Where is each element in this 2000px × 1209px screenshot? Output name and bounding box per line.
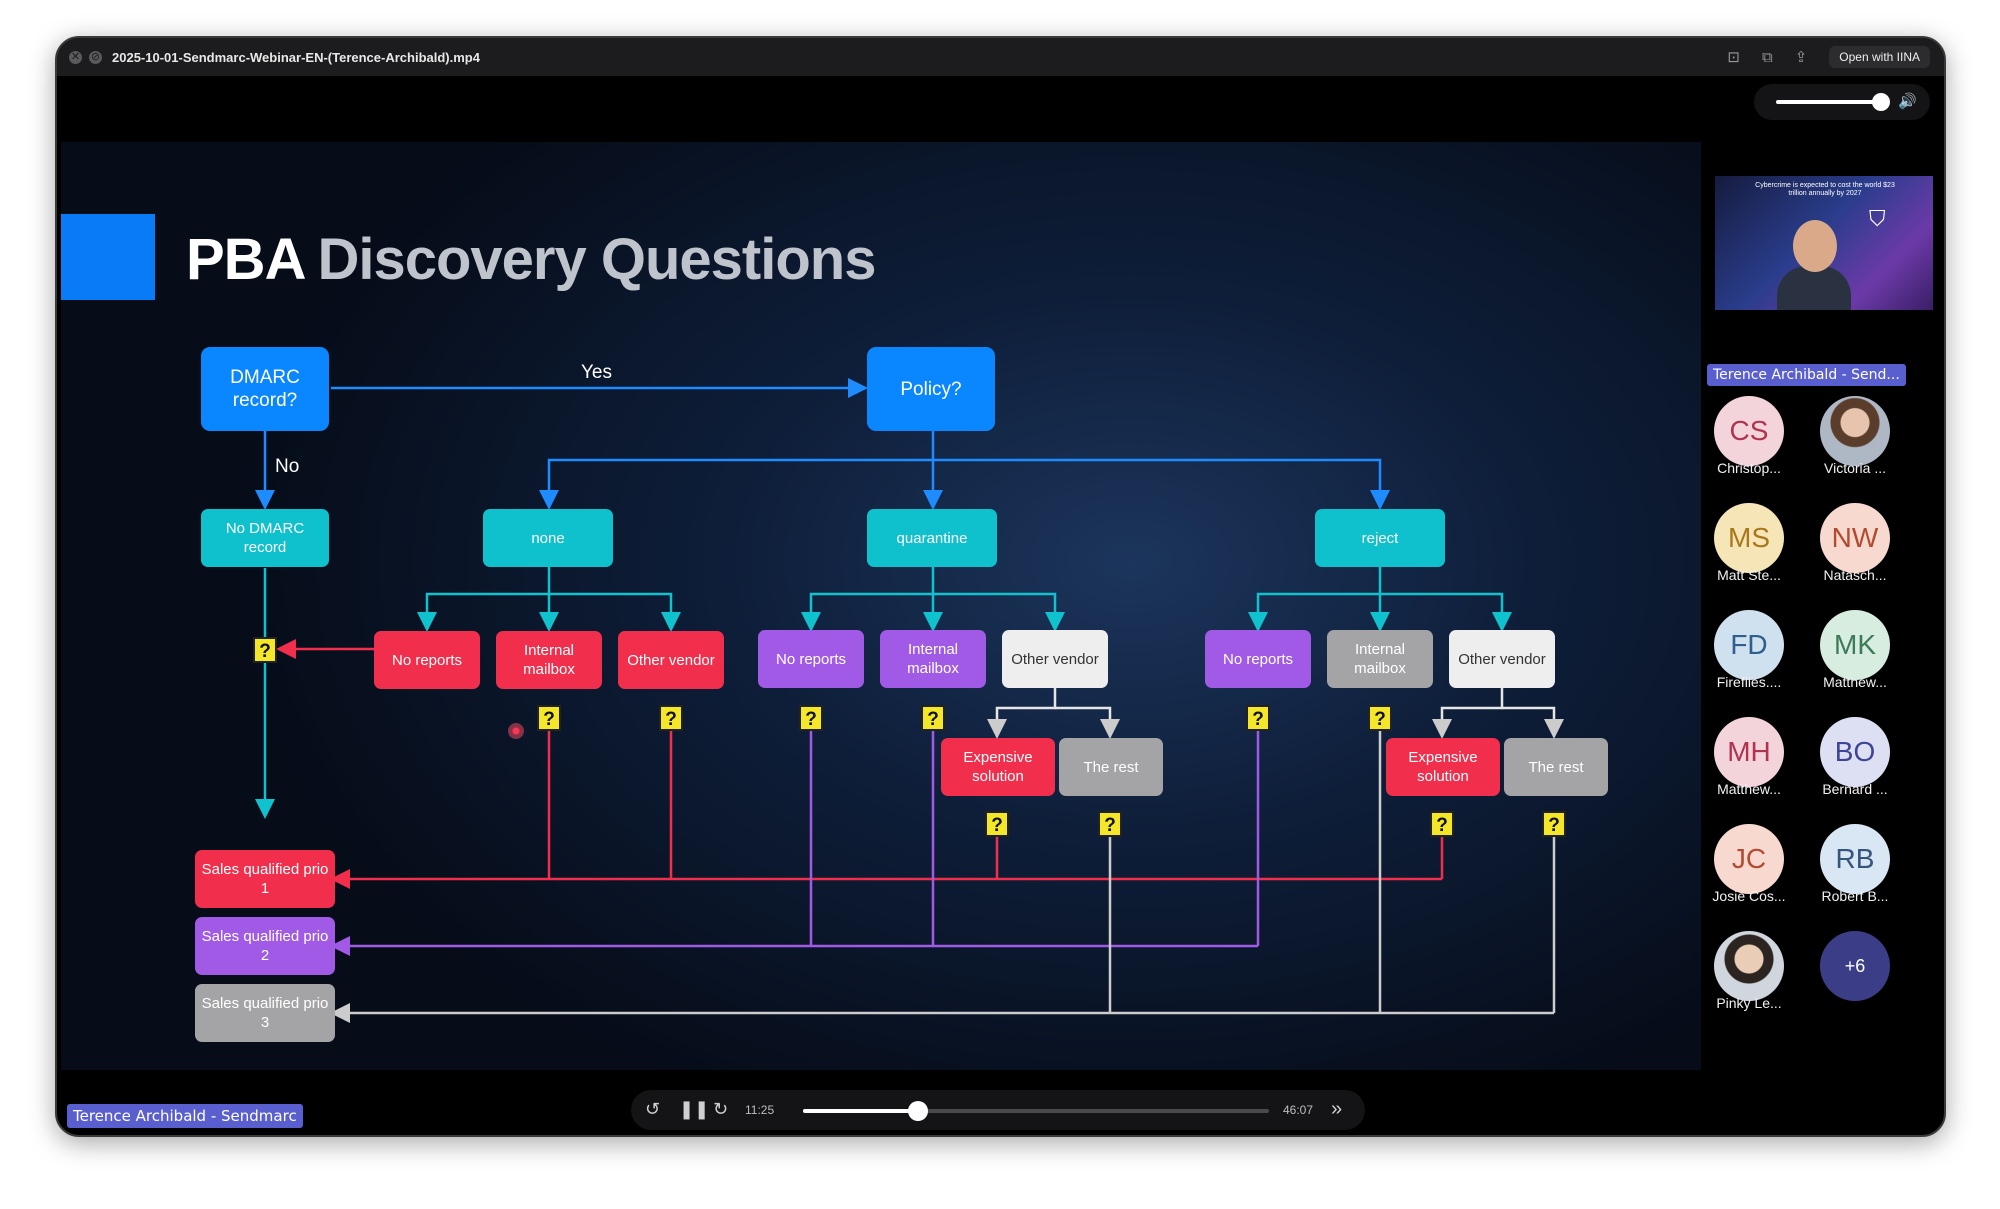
participant-avatar[interactable]: MS xyxy=(1714,503,1784,573)
participant-avatar[interactable]: BO xyxy=(1820,717,1890,787)
participant-avatar[interactable]: JC xyxy=(1714,824,1784,894)
more-participants-button[interactable]: +6 xyxy=(1820,931,1890,1001)
participant-name: Matthew... xyxy=(1717,781,1781,797)
node-policy: Policy? xyxy=(867,347,995,431)
participant-name: Josie Cos... xyxy=(1712,888,1786,904)
total-time: 46:07 xyxy=(1283,1103,1314,1117)
node-sales-qualified-prio-3: Sales qualified prio 3 xyxy=(195,984,335,1042)
participant-avatar[interactable]: FD xyxy=(1714,610,1784,680)
participant-avatar[interactable]: MK xyxy=(1820,610,1890,680)
fast-forward-icon[interactable]: » xyxy=(1331,1098,1343,1120)
edge-label-no: No xyxy=(275,456,300,477)
node-quarantine-internal-mailbox: Internal mailbox xyxy=(880,630,986,688)
playback-controls: ↺ ❚❚ ↻ 11:25 46:07 » xyxy=(631,1090,1365,1130)
question-mark-icon: ? xyxy=(253,637,277,663)
open-with-iina-button[interactable]: Open with IINA xyxy=(1829,46,1930,68)
participant-name: Victoria ... xyxy=(1824,460,1886,476)
participant-name: Matthew... xyxy=(1823,674,1887,690)
speaker-name-tag: Terence Archibald - Send... xyxy=(1707,364,1906,386)
node-quarantine-no-reports: No reports xyxy=(758,630,864,688)
node-none-no-reports: No reports xyxy=(374,631,480,689)
speaker-icon[interactable]: 🔊 xyxy=(1898,93,1917,110)
node-quarantine-expensive-solution: Expensive solution xyxy=(941,738,1055,796)
volume-knob[interactable] xyxy=(1872,93,1890,111)
slide-accent-square xyxy=(61,214,155,300)
node-sales-qualified-prio-1: Sales qualified prio 1 xyxy=(195,850,335,908)
skip-back-15-icon[interactable]: ↺ xyxy=(645,1099,661,1119)
edge-label-yes: Yes xyxy=(581,362,612,383)
title-bar-actions: ⊡ ⧉ ⇪ Open with IINA xyxy=(1727,38,1930,76)
volume-control[interactable]: 🔊 xyxy=(1754,84,1930,120)
participant-avatar[interactable]: MH xyxy=(1714,717,1784,787)
slide-title-secondary: Discovery Questions xyxy=(317,227,876,292)
node-reject-no-reports: No reports xyxy=(1205,630,1311,688)
participant-avatar[interactable]: RB xyxy=(1820,824,1890,894)
node-quarantine-other-vendor: Other vendor xyxy=(1002,630,1108,688)
node-reject-expensive-solution: Expensive solution xyxy=(1386,738,1500,796)
presenter-name-tag: Terence Archibald - Sendmarc xyxy=(67,1104,303,1128)
question-mark-icon: ? xyxy=(659,705,683,731)
question-mark-icon: ? xyxy=(1246,705,1270,731)
node-none-internal-mailbox: Internal mailbox xyxy=(496,631,602,689)
seek-bar[interactable] xyxy=(803,1101,1269,1121)
node-reject-the-rest: The rest xyxy=(1504,738,1608,796)
share-icon[interactable]: ⇪ xyxy=(1794,49,1808,66)
participant-name: Pinky Le... xyxy=(1716,995,1782,1011)
pause-icon[interactable]: ❚❚ xyxy=(679,1099,710,1119)
seek-bar-progress xyxy=(803,1109,919,1113)
minimize-icon[interactable]: ⊘ xyxy=(89,50,102,64)
participant-name: Matt Ste... xyxy=(1717,567,1781,583)
participant-name: Robert B... xyxy=(1821,888,1889,904)
laser-pointer-dot xyxy=(508,723,524,739)
node-dmarc-record: DMARC record? xyxy=(201,347,329,431)
picture-in-picture-icon[interactable]: ⧉ xyxy=(1762,48,1773,66)
close-icon[interactable]: ✕ xyxy=(69,50,82,64)
window-title: 2025-10-01-Sendmarc-Webinar-EN-(Terence-… xyxy=(112,49,480,65)
node-reject-internal-mailbox: Internal mailbox xyxy=(1327,630,1433,688)
participant-avatar[interactable]: NW xyxy=(1820,503,1890,573)
node-policy-none: none xyxy=(483,509,613,567)
question-mark-icon: ? xyxy=(1368,705,1392,731)
current-time: 11:25 xyxy=(745,1103,775,1117)
title-bar: ✕ ⊘ 2025-10-01-Sendmarc-Webinar-EN-(Tere… xyxy=(57,38,1944,76)
node-policy-reject: reject xyxy=(1315,509,1445,567)
participant-avatar[interactable] xyxy=(1820,396,1890,466)
question-mark-icon: ? xyxy=(985,811,1009,837)
skip-forward-15-icon[interactable]: ↻ xyxy=(713,1099,729,1119)
node-policy-quarantine: quarantine xyxy=(867,509,997,567)
participant-avatar[interactable] xyxy=(1714,931,1784,1001)
question-mark-icon: ? xyxy=(921,705,945,731)
question-mark-icon: ? xyxy=(799,705,823,731)
speaker-video-thumbnail[interactable]: Cybercrime is expected to cost the world… xyxy=(1715,176,1933,310)
question-mark-icon: ? xyxy=(1542,811,1566,837)
participant-name: Christop... xyxy=(1717,460,1781,476)
participant-name: Bernard ... xyxy=(1822,781,1888,797)
question-mark-icon: ? xyxy=(1430,811,1454,837)
participant-name: Natasch... xyxy=(1823,567,1887,583)
node-quarantine-the-rest: The rest xyxy=(1059,738,1163,796)
speaker-figure xyxy=(1777,220,1851,310)
participants-sidebar: Cybercrime is expected to cost the world… xyxy=(1701,142,1944,1070)
node-reject-other-vendor: Other vendor xyxy=(1449,630,1555,688)
participant-avatar[interactable]: CS xyxy=(1714,396,1784,466)
video-player-window: ✕ ⊘ 2025-10-01-Sendmarc-Webinar-EN-(Tere… xyxy=(55,36,1946,1137)
seek-bar-knob[interactable] xyxy=(908,1101,929,1121)
slide-title-primary: PBA xyxy=(186,227,306,292)
question-mark-icon: ? xyxy=(1098,811,1122,837)
node-none-other-vendor: Other vendor xyxy=(618,631,724,689)
volume-track[interactable] xyxy=(1776,100,1878,104)
thumbnail-slide-text: Cybercrime is expected to cost the world… xyxy=(1755,182,1895,197)
node-no-dmarc-record: No DMARC record xyxy=(201,509,329,567)
shield-check-icon: ⛉ xyxy=(1869,206,1886,231)
fit-window-icon[interactable]: ⊡ xyxy=(1727,49,1740,66)
flowchart-connectors xyxy=(255,378,1564,1023)
participant-name: Fireflies.... xyxy=(1716,674,1782,690)
node-sales-qualified-prio-2: Sales qualified prio 2 xyxy=(195,917,335,975)
question-mark-icon: ? xyxy=(537,705,561,731)
